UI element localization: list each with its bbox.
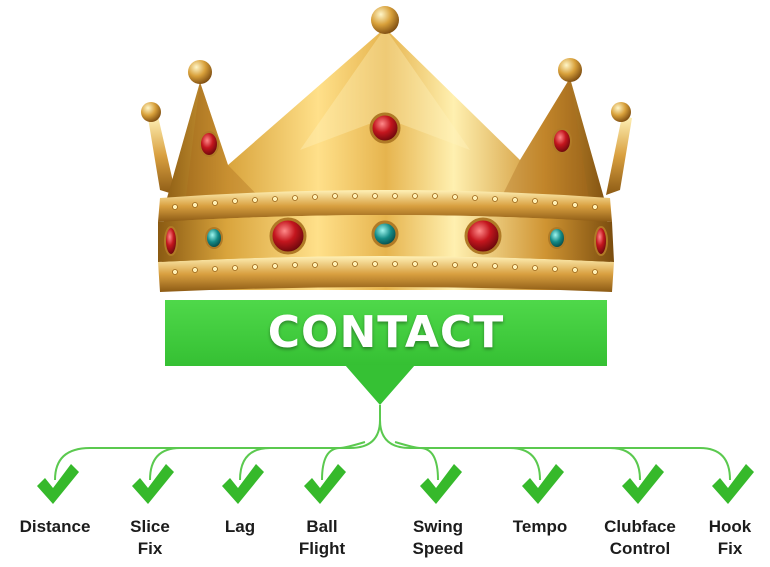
banner-title: CONTACT — [267, 307, 505, 358]
checkmark-icon — [622, 464, 664, 504]
outcome-tempo: Tempo — [480, 516, 600, 538]
connector-tempo — [410, 447, 541, 481]
outcome-label-line2: Flight — [298, 539, 346, 558]
outcome-clubface-control: Clubface Control — [580, 516, 700, 560]
connector-slice-fix — [149, 447, 350, 481]
checkmark-icon — [222, 464, 264, 504]
connector-hook-fix — [379, 419, 731, 481]
connector-clubface-control — [410, 447, 641, 481]
checkmark-icon — [712, 464, 754, 504]
outcome-label-line1: Lag — [224, 517, 256, 536]
checkmark-icon — [37, 464, 79, 504]
outcome-label-line1: Hook — [708, 517, 752, 536]
outcome-label-line2: Speed — [412, 539, 464, 558]
connector-ball-flight — [321, 441, 366, 481]
outcome-label-line1: Swing — [412, 517, 464, 536]
outcome-label-line2: Fix — [717, 539, 743, 558]
contact-banner — [165, 300, 607, 366]
checkmarks — [37, 464, 754, 504]
outcome-label-line1: Clubface — [604, 517, 676, 536]
banner-pointer — [345, 365, 415, 405]
outcome-label-line2: Fix — [137, 539, 163, 558]
outcome-lag: Lag — [180, 516, 300, 538]
checkmark-icon — [132, 464, 174, 504]
outcome-label-line1: Ball — [306, 517, 338, 536]
outcome-label-line1: Slice — [130, 517, 170, 536]
outcome-label-line2: Control — [609, 539, 671, 558]
outcome-swing-speed: Swing Speed — [378, 516, 498, 560]
checkmark-icon — [420, 464, 462, 504]
outcome-slice-fix: Slice Fix — [90, 516, 210, 560]
outcome-label-line1: Tempo — [512, 517, 568, 536]
outcome-ball-flight: Ball Flight — [262, 516, 382, 560]
outcome-hook-fix: Hook Fix — [670, 516, 770, 560]
checkmark-icon — [304, 464, 346, 504]
connector-lag — [239, 447, 350, 481]
checkmark-icon — [522, 464, 564, 504]
outcome-distance: Distance — [0, 516, 115, 538]
outcome-label-line1: Distance — [19, 517, 91, 536]
connector-lines — [54, 405, 731, 481]
